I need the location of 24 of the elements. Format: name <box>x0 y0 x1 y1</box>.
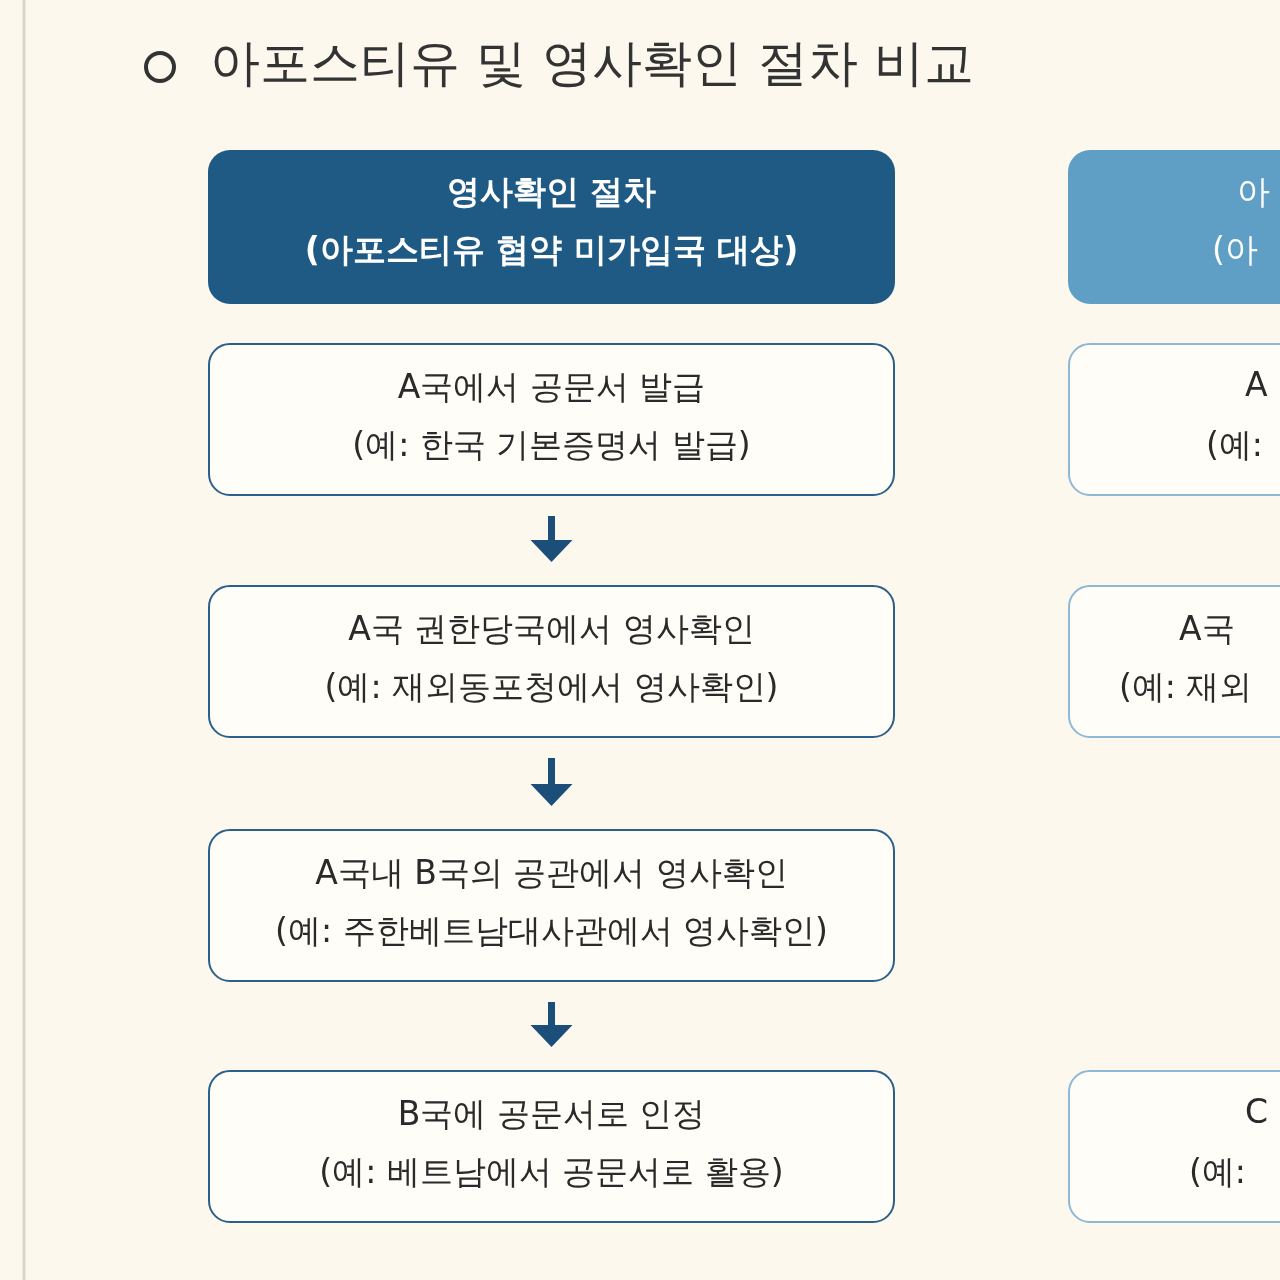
step-title: A <box>1245 365 1268 404</box>
process-box <box>208 829 895 982</box>
step-example: (예: 재외 <box>1119 666 1253 708</box>
step-example: (아 <box>1212 229 1258 271</box>
step-title: C <box>1245 1092 1269 1131</box>
step-title: B국에 공문서로 인정 <box>396 1093 707 1135</box>
title: 아포스티유 및 영사확인 절차 비교 <box>210 33 974 94</box>
step-title: A국내 B국의 공관에서 영사확인 <box>314 852 789 894</box>
step-title: A국 권한당국에서 영사확인 <box>347 608 756 650</box>
process-box <box>208 343 895 496</box>
step-example: (예: 재외동포청에서 영사확인) <box>323 666 780 708</box>
step-title: 영사확인 절차 <box>445 171 658 213</box>
step-example: (예: <box>1189 1151 1246 1193</box>
step-example: (예: <box>1206 424 1263 466</box>
step-example: (예: 한국 기본증명서 발급) <box>351 424 752 466</box>
step-title: A국 <box>1179 608 1235 650</box>
process-box <box>208 585 895 738</box>
step-example: (예: 베트남에서 공문서로 활용) <box>318 1151 785 1193</box>
step-example: (예: 주한베트남대사관에서 영사확인) <box>274 910 829 952</box>
step-title: 아 <box>1237 171 1270 213</box>
header-box <box>208 150 895 304</box>
process-box <box>208 1070 895 1223</box>
step-example: (아포스티유 협약 미가입국 대상) <box>303 229 800 271</box>
step-title: A국에서 공문서 발급 <box>396 366 707 408</box>
